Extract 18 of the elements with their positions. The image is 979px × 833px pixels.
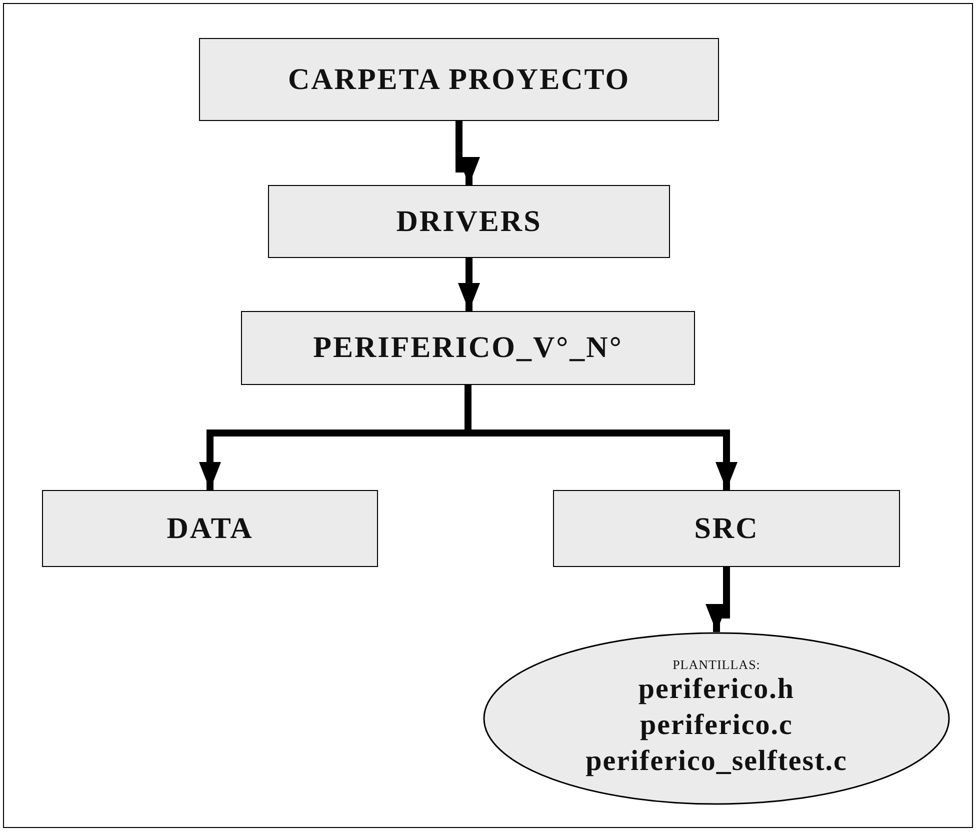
heading-label: PLANTILLAS: [672, 658, 760, 671]
folder-box [42, 490, 378, 567]
folder-name: SRC [694, 510, 759, 546]
folder-name: PERIFERICO_V°_N° [313, 330, 623, 366]
folder-name: DATA [166, 510, 254, 546]
arrow [706, 567, 730, 632]
file-name: periferico.c [640, 708, 793, 743]
folder-box [553, 490, 900, 567]
folder-box [241, 311, 695, 385]
file-name: periferico_selftest.c [586, 744, 848, 780]
file-name: periferico.h [638, 672, 795, 707]
folder-box [199, 38, 719, 121]
arrow [456, 121, 480, 185]
arrow [458, 258, 480, 311]
folder-name: DRIVERS [396, 204, 542, 240]
folder-box [268, 185, 670, 258]
folder-name: CARPETA PROYECTO [288, 62, 630, 98]
template-ellipse [483, 632, 950, 805]
